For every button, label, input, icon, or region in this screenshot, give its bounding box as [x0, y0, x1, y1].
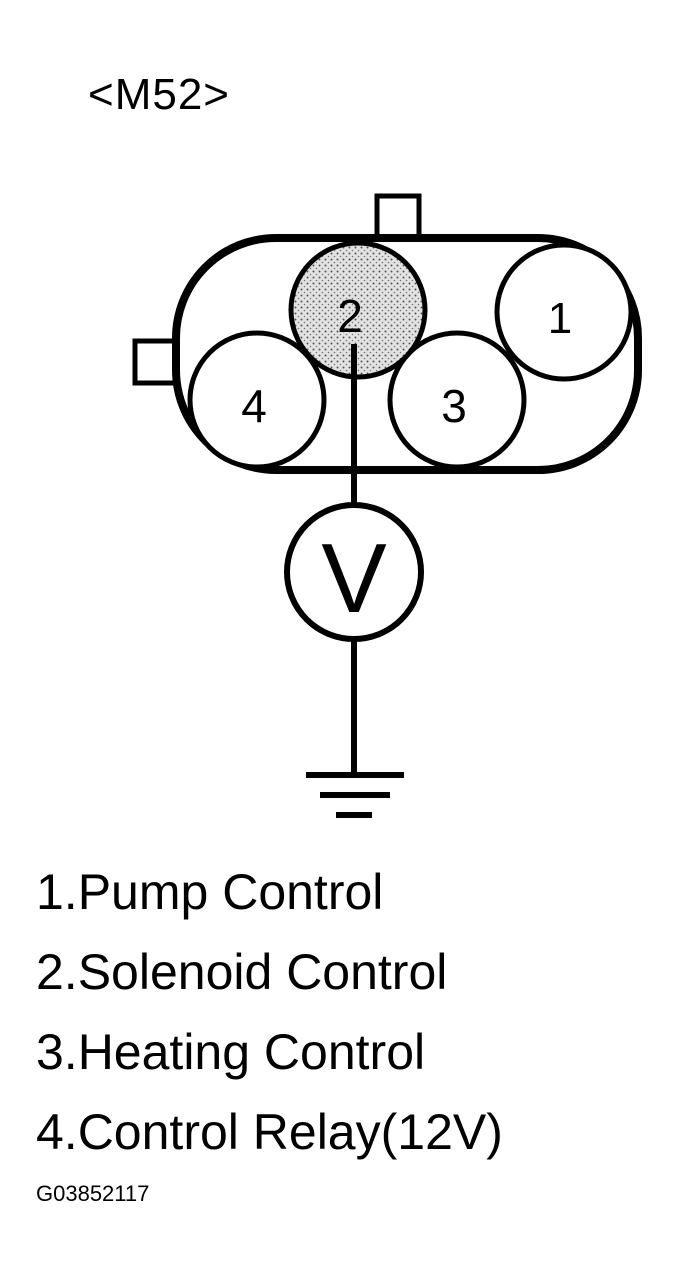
ground-icon: [306, 772, 404, 818]
connector-top-tab: [374, 193, 422, 241]
pin-legend: 1.Pump Control 2.Solenoid Control 3.Heat…: [36, 852, 503, 1172]
figure-code: G03852117: [36, 1181, 150, 1206]
voltmeter: V: [284, 502, 424, 642]
pin-2-label: 2: [337, 290, 363, 342]
pin-1-terminal: 1: [494, 242, 634, 382]
legend-item-pin-4: 4.Control Relay(12V): [36, 1104, 503, 1160]
legend-item-pin-1: 1.Pump Control: [36, 864, 384, 920]
pin-3-terminal: 3: [387, 330, 527, 470]
pin-3-label: 3: [441, 380, 467, 432]
legend-item-pin-2: 2.Solenoid Control: [36, 944, 448, 1000]
pin-4-terminal: 4: [187, 330, 327, 470]
connector-title: <M52>: [88, 70, 230, 119]
pin-4-label: 4: [241, 380, 267, 432]
voltmeter-symbol: V: [321, 523, 386, 633]
pin-2-terminal: 2: [288, 240, 428, 380]
legend-item-pin-3: 3.Heating Control: [36, 1024, 426, 1080]
connector-side-tab: [132, 338, 180, 386]
pin-1-label: 1: [548, 294, 572, 343]
